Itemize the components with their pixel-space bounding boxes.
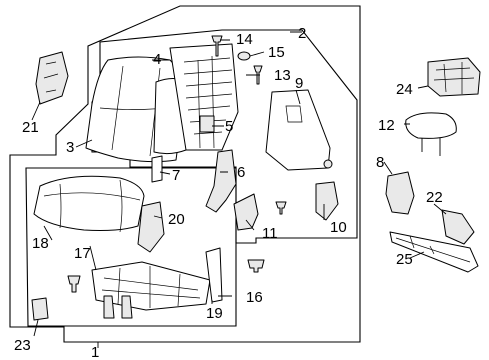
headrest-12 [405, 112, 457, 139]
callout-2: 2 [298, 25, 306, 42]
callout-12: 12 [378, 117, 395, 134]
cap-23 [31, 297, 49, 321]
callout-5: 5 [225, 118, 233, 135]
bolt-11b [275, 201, 287, 215]
callout-23: 23 [14, 337, 31, 354]
callout-10: 10 [330, 219, 347, 236]
callout-19: 19 [206, 305, 223, 322]
cushion-frame-16 [25, 167, 237, 327]
callout-7: 7 [172, 167, 180, 184]
nut-9b [323, 159, 333, 169]
callout-25: 25 [396, 251, 413, 268]
recliner-11 [233, 193, 259, 231]
callout-21: 21 [22, 119, 39, 136]
back-panel-label [285, 105, 303, 123]
callout-22: 22 [426, 189, 443, 206]
assembly-frame-1 [9, 5, 361, 343]
callout-11: 11 [262, 225, 278, 242]
tag-7 [151, 155, 163, 183]
callout-1: 1 [91, 344, 99, 360]
bolt-16b [247, 259, 265, 273]
leader-lines [31, 31, 447, 348]
callout-17: 17 [74, 245, 91, 262]
callout-8: 8 [376, 154, 384, 171]
seatback-frame-wire [169, 43, 239, 151]
callout-15: 15 [268, 44, 285, 61]
back-panel-9 [265, 89, 331, 171]
callout-18: 18 [32, 235, 49, 252]
seat-cushion-18 [33, 175, 145, 231]
bolt-17b [67, 275, 81, 293]
callout-14: 14 [236, 31, 253, 48]
bracket-20 [137, 201, 165, 253]
headrest-posts [421, 138, 441, 156]
hinge-6 [205, 149, 237, 213]
latch-24-detail [433, 62, 475, 94]
callout-6: 6 [237, 164, 245, 181]
callout-24: 24 [396, 81, 413, 98]
clip-15 [237, 51, 251, 61]
latch-24 [427, 57, 481, 97]
rod-19 [205, 247, 223, 303]
bolt-14 [211, 35, 223, 57]
callout-3: 3 [66, 139, 74, 156]
rail-25-detail [395, 235, 471, 263]
callout-13: 13 [274, 67, 291, 84]
cushion-frame-wires [101, 266, 201, 308]
callout-16: 16 [246, 289, 263, 306]
hinge-bracket-holes [43, 61, 59, 93]
latch-10 [315, 181, 339, 221]
cushion-frame-legs [103, 295, 133, 319]
trim-8 [385, 171, 415, 215]
callout-4: 4 [153, 51, 161, 68]
hinge-bracket-21 [35, 51, 69, 105]
seat-cushion-seam [43, 179, 141, 233]
callout-20: 20 [168, 211, 185, 228]
callout-9: 9 [295, 75, 303, 92]
bracket-22 [441, 209, 475, 245]
bracket-5 [199, 115, 215, 133]
